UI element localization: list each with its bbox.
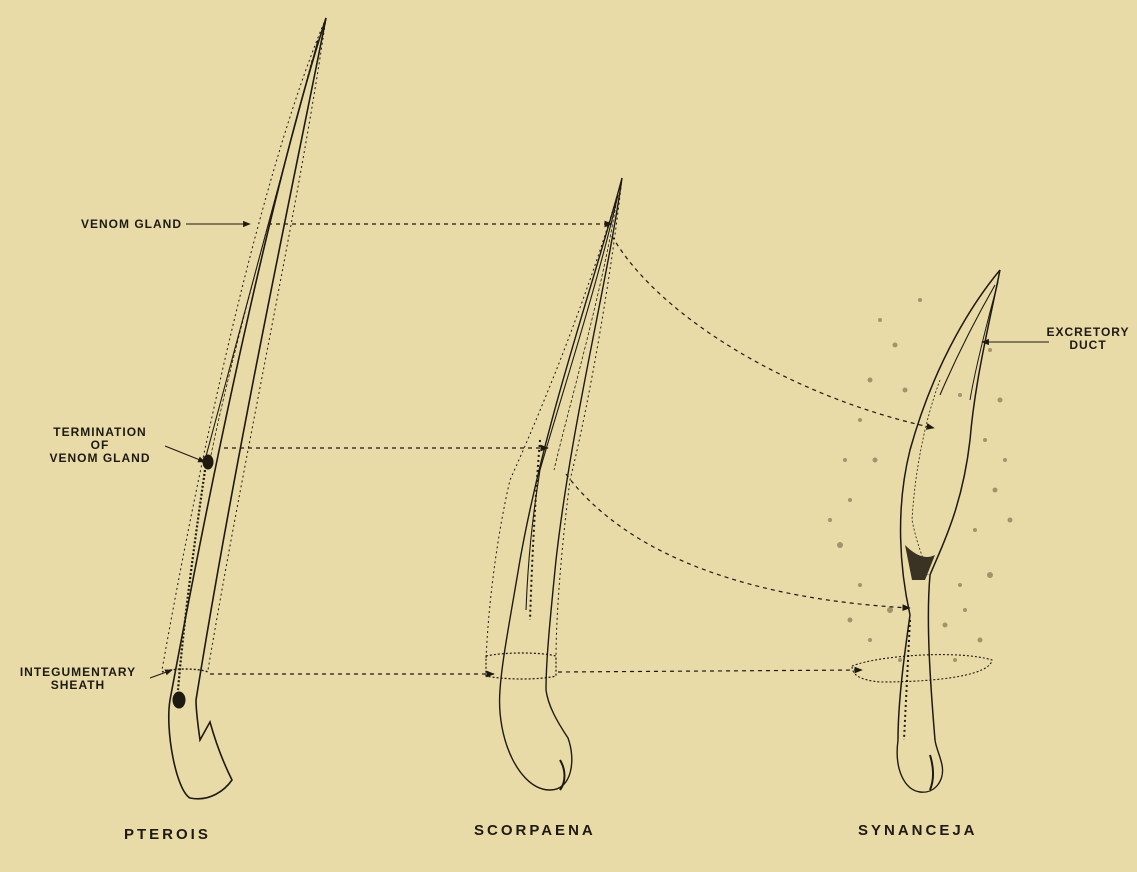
excretory-label: EXCRETORY DUCT — [1040, 326, 1136, 352]
species-scorpaena: SCORPAENA — [474, 822, 596, 839]
scorpaena-spine — [486, 178, 622, 790]
termination-line-3: VENOM GLAND — [30, 452, 170, 465]
synanceja-spine — [828, 270, 1013, 792]
species-pterois: PTEROIS — [124, 826, 211, 843]
venom-gland-label: VENOM GLAND — [50, 218, 182, 231]
integumentary-label: INTEGUMENTARY SHEATH — [4, 666, 152, 692]
label-leaders — [150, 224, 1049, 678]
termination-label: TERMINATION OF VENOM GLAND — [30, 426, 170, 465]
pterois-spine — [162, 18, 326, 799]
species-synanceja: SYNANCEJA — [858, 822, 978, 839]
integumentary-line-2: SHEATH — [4, 679, 152, 692]
excretory-line-2: DUCT — [1040, 339, 1136, 352]
